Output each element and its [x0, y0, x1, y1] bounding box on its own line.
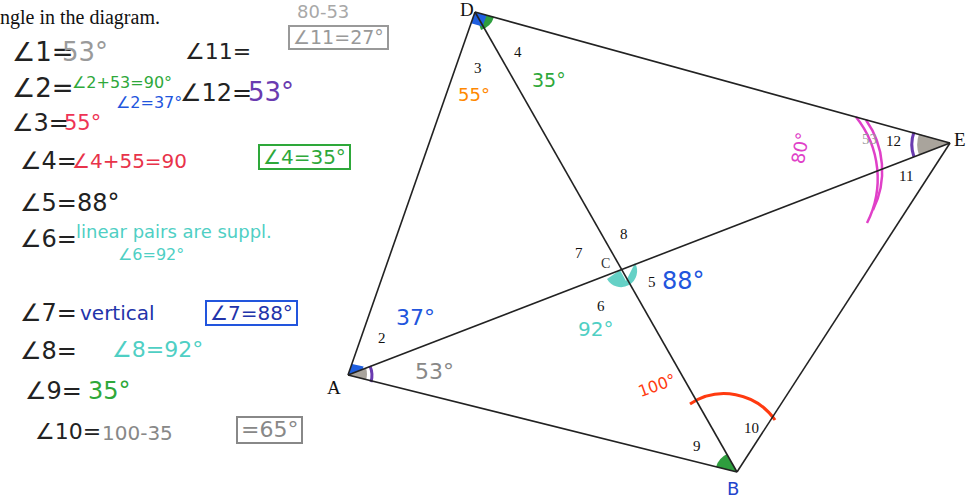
handwritten-answer: ∠6=92°: [118, 246, 184, 264]
handwritten-note: ∠7=: [20, 300, 77, 326]
segment: [348, 375, 737, 472]
angle-measure: 55°: [458, 85, 490, 105]
handwritten-note: ∠5=88°: [20, 190, 119, 216]
angle-arc: [856, 117, 878, 223]
angle-arc: [912, 132, 914, 157]
angle-arc: [370, 366, 372, 382]
angle-number: 4: [514, 44, 522, 61]
angle-number: 10: [744, 420, 759, 437]
angle-number: 3: [474, 60, 482, 77]
angle-measure: 92°: [578, 318, 613, 340]
handwritten-work: 80-53: [297, 2, 349, 22]
handwritten-note: ∠6=: [20, 226, 77, 252]
handwritten-answer: 53°: [248, 78, 294, 107]
angle-number: 5: [648, 274, 656, 291]
angle-measure: 88°: [662, 268, 705, 294]
handwritten-work: ∠4+55=90: [72, 150, 187, 172]
handwritten-note: ∠9=: [25, 378, 82, 404]
angle-number: 7: [575, 245, 583, 262]
segment: [475, 12, 950, 143]
angle-measure: 35°: [532, 70, 566, 91]
angle-number: 8: [620, 226, 628, 243]
handwritten-note: ∠12=: [180, 80, 252, 106]
point-label: B: [727, 479, 739, 499]
handwritten-note: ∠11=: [185, 40, 251, 64]
diagonal: [475, 12, 737, 472]
handwritten-note: ∠3=: [12, 110, 69, 136]
angle-measure: 53°: [415, 360, 454, 384]
handwritten-note: ∠4=: [20, 148, 77, 174]
point-label: C: [601, 256, 610, 271]
handwritten-answer: 53°: [62, 38, 108, 67]
point-label: A: [327, 378, 341, 399]
handwritten-note: linear pairs are suppl.: [76, 222, 272, 242]
handwritten-note: ∠10=: [35, 420, 101, 444]
angle-measure: 80°: [788, 131, 813, 166]
handwritten-answer: 35°: [88, 378, 131, 404]
boxed-answer: ∠11=27°: [288, 25, 389, 50]
angle-number: 9: [693, 438, 701, 455]
handwritten-answer: 55°: [64, 112, 101, 135]
handwritten-note: ∠2=: [12, 74, 74, 103]
boxed-answer: =65°: [236, 416, 303, 444]
angle-measure: 37°: [396, 306, 435, 330]
angle-measure: 53: [862, 131, 877, 148]
angle-number: 2: [378, 330, 386, 347]
segment: [348, 12, 475, 375]
angle-number: 11: [899, 168, 913, 185]
point-label: E: [954, 130, 966, 151]
instruction-text: ngle in the diagram.: [0, 6, 160, 28]
angle-measure: 100°: [636, 371, 678, 401]
boxed-answer: ∠4=35°: [258, 144, 351, 170]
handwritten-answer: ∠8=92°: [112, 338, 203, 362]
handwritten-work: ∠2+53=90°: [72, 74, 172, 92]
boxed-answer: ∠7=88°: [205, 300, 298, 326]
handwritten-note: vertical: [80, 302, 155, 324]
handwritten-note: ∠8=: [20, 338, 77, 364]
angle-arc: [690, 394, 775, 420]
handwritten-answer: ∠2=37°: [116, 94, 182, 112]
angle-number: 12: [886, 133, 901, 150]
handwritten-work: 100-35: [102, 422, 173, 444]
point-label: D: [460, 0, 474, 21]
angle-number: 6: [597, 298, 605, 315]
segment: [737, 143, 950, 472]
diagonal: [348, 143, 950, 375]
angle-shade: [607, 263, 637, 287]
